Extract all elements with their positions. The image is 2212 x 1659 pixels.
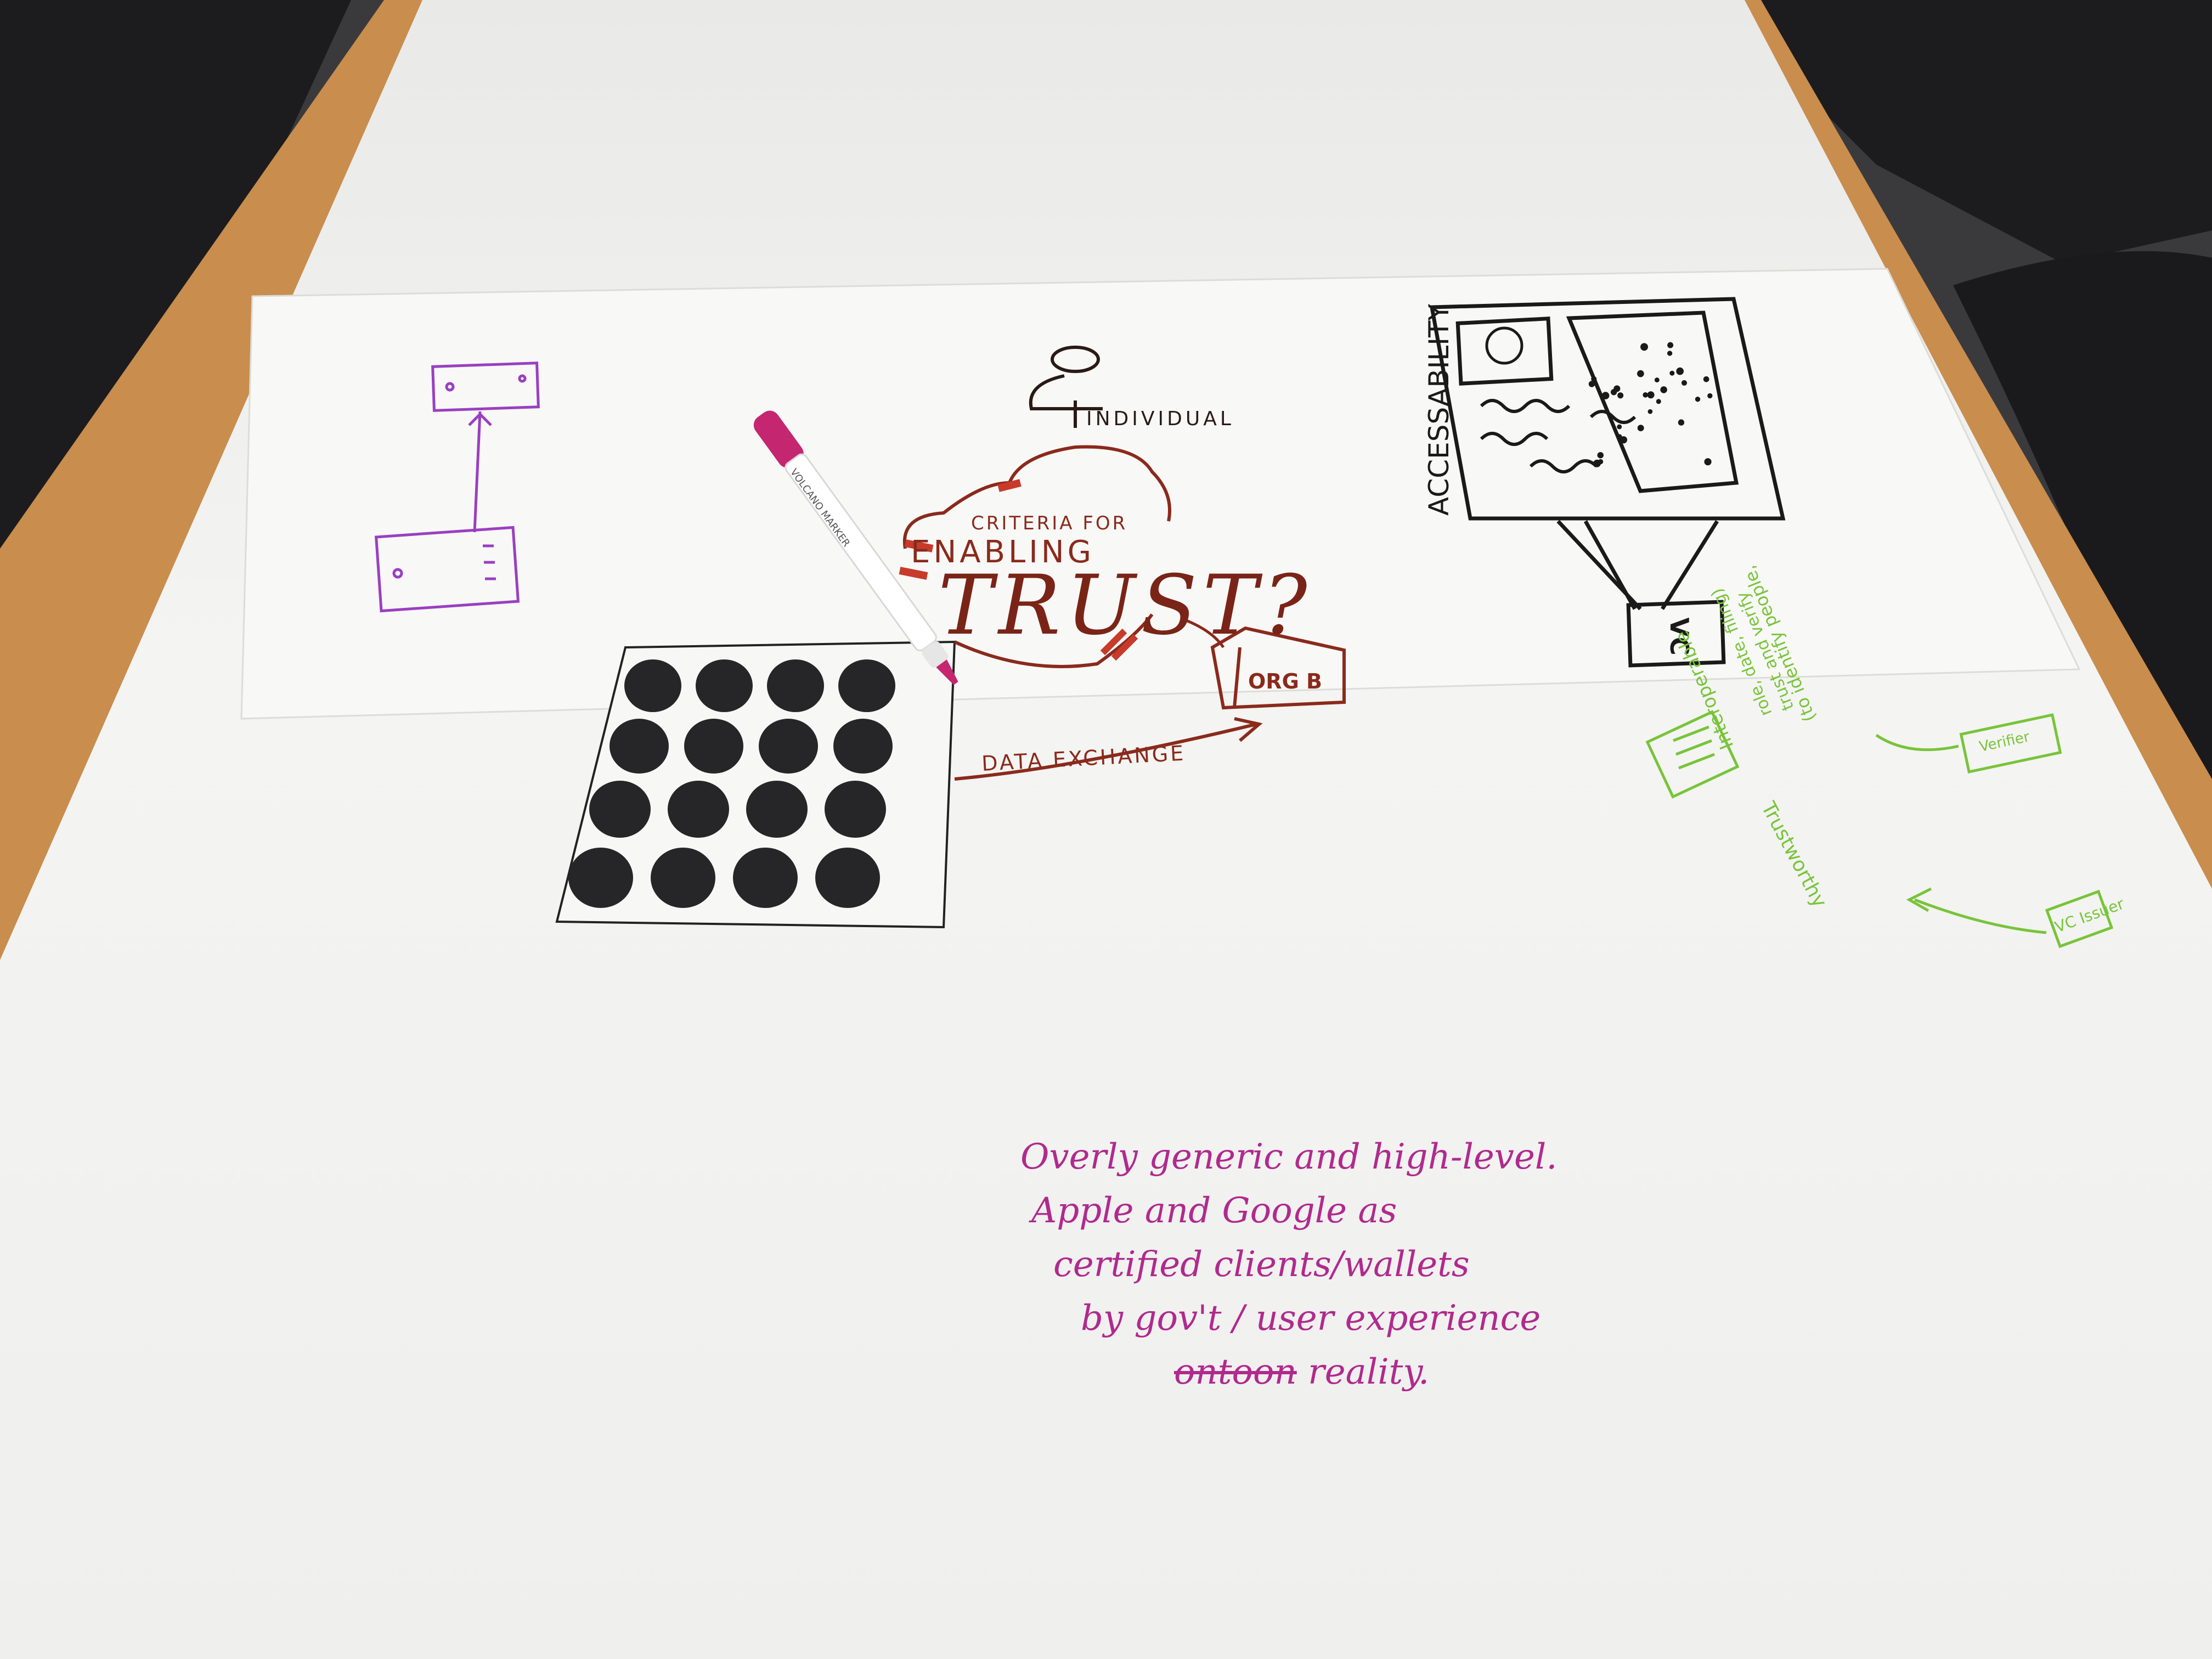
speckle	[1598, 459, 1604, 465]
exchange-arrow	[954, 717, 1263, 781]
individual-label: INDIVIDUAL	[1086, 408, 1234, 430]
enabling-label: ENABLING	[911, 534, 1094, 570]
grid-dot	[759, 719, 818, 774]
speckle	[1640, 343, 1649, 351]
criteria-label: CRITERIA FOR	[971, 512, 1127, 534]
grid-dot	[589, 781, 651, 838]
speckle	[1617, 424, 1622, 430]
accessibility-label: ACCESSABILITY	[1423, 303, 1455, 516]
trust-label: TRUST?	[938, 558, 1313, 653]
speckle	[1620, 436, 1628, 444]
speckle	[1647, 409, 1653, 414]
grid-dot	[610, 719, 669, 774]
cloud-hatch	[899, 479, 1022, 580]
note-line-2: Apple and Google as	[1031, 1190, 1397, 1231]
grid-dot	[733, 848, 798, 908]
speckle	[1660, 386, 1667, 393]
note-line-3: certified clients/wallets	[1053, 1244, 1470, 1285]
note-line-4: by gov't / user experience	[1081, 1298, 1541, 1339]
grid-dot	[696, 659, 753, 712]
speckle	[1678, 419, 1685, 426]
speckle	[1681, 380, 1688, 386]
struck-word: ontoon	[1174, 1352, 1297, 1392]
speckle	[1667, 351, 1673, 356]
grid-dot	[815, 848, 880, 908]
accessibility-sketch	[1429, 297, 1786, 668]
grid-dot	[568, 848, 633, 908]
smiley-icon	[1485, 326, 1523, 365]
grid-dot	[825, 781, 886, 838]
speckle	[1654, 377, 1660, 383]
speckle	[1647, 391, 1655, 399]
chair-right-top	[1712, 0, 2212, 263]
cloud-lower	[953, 613, 1154, 668]
speckle	[1588, 381, 1595, 387]
speckle	[1637, 425, 1644, 432]
speckle	[1597, 452, 1604, 459]
grid-dot	[651, 848, 715, 908]
speckle	[1704, 458, 1712, 466]
grid-dot	[833, 719, 893, 774]
grid-dot	[746, 781, 808, 838]
org-b-house	[1210, 626, 1346, 710]
cloud-shape	[902, 445, 1171, 549]
individual-figure	[1029, 346, 1103, 428]
speckle	[1707, 393, 1713, 399]
speckle	[1656, 399, 1661, 404]
paper-top-sheet	[240, 268, 2081, 720]
grid-dot	[668, 781, 729, 838]
handwritten-note: Overly generic and high-level. Apple and…	[1020, 1130, 1558, 1399]
hatch-right	[1100, 628, 1138, 661]
grid-dot	[624, 659, 681, 712]
grid-dot	[684, 719, 743, 774]
speckle	[1667, 342, 1674, 348]
dot-grid-card	[555, 640, 956, 929]
note-line-1: Overly generic and high-level.	[1020, 1137, 1558, 1177]
purple-device-sketch	[374, 362, 540, 613]
note-line-5: ontoon reality.	[1174, 1345, 1514, 1399]
dot-grid	[568, 659, 895, 908]
speckle-pattern	[1588, 342, 1713, 467]
speckle	[1601, 392, 1610, 399]
vc-box-label: VC	[1664, 617, 1694, 655]
speckle	[1637, 370, 1644, 377]
speckle	[1613, 385, 1621, 392]
green-notes	[1645, 710, 2114, 949]
speckle	[1669, 370, 1675, 376]
marker-pen	[753, 410, 958, 685]
note-line-5-tail: reality.	[1296, 1352, 1430, 1392]
trust-diagram	[899, 346, 1346, 781]
speckle	[1591, 376, 1597, 382]
speckle	[1643, 392, 1648, 398]
speckle	[1676, 367, 1684, 375]
speckle	[1703, 376, 1709, 382]
speckle	[1695, 396, 1701, 402]
grid-dot	[767, 659, 824, 712]
speckle	[1617, 392, 1624, 399]
org-b-label: ORG B	[1248, 669, 1322, 693]
grid-dot	[838, 659, 895, 712]
